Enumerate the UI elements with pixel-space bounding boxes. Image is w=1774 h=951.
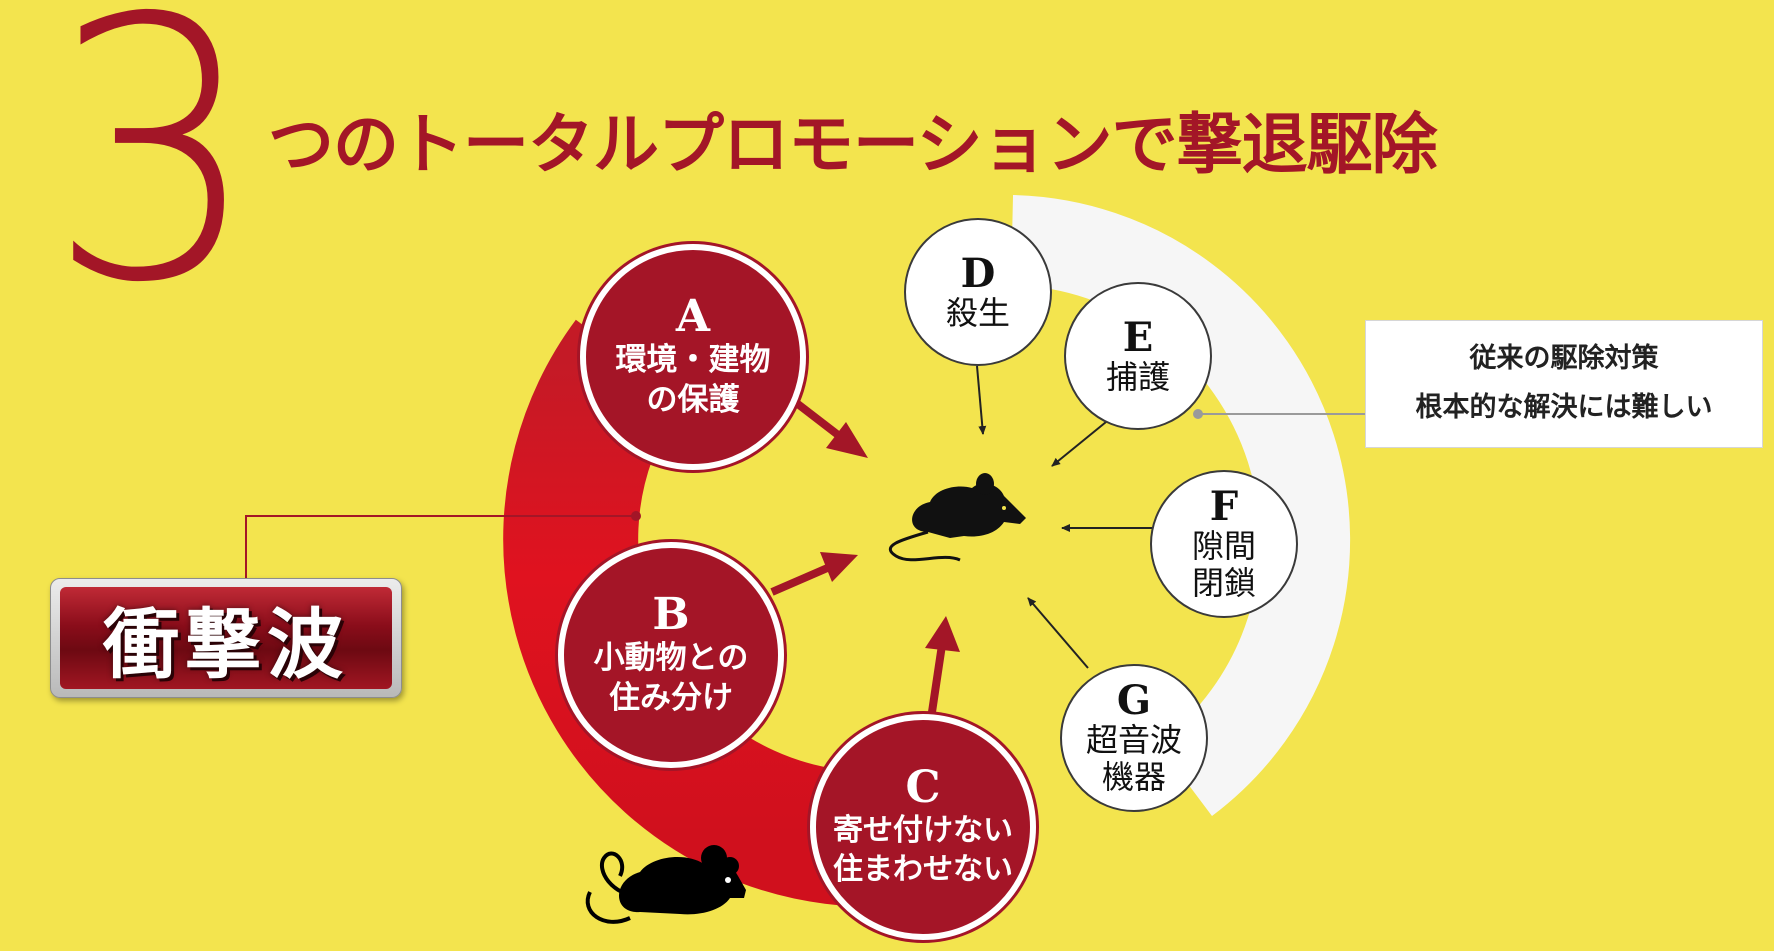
method-circle-d: D 殺生 xyxy=(904,218,1052,366)
conventional-note: 従来の駆除対策 根本的な解決には難しい xyxy=(1365,320,1763,448)
method-letter: B xyxy=(652,588,690,640)
method-circle-c: C 寄せ付けない 住まわせない xyxy=(810,714,1036,940)
method-letter: D xyxy=(960,249,996,297)
mouse-icon-bottom xyxy=(585,845,746,924)
method-letter: F xyxy=(1209,483,1239,531)
mouse-icon-center xyxy=(888,473,1026,562)
badge-connector xyxy=(245,515,635,578)
method-label: 隙間 閉鎖 xyxy=(1191,527,1256,602)
method-label: 超音波 機器 xyxy=(1085,721,1182,796)
method-label: 環境・建物 の保護 xyxy=(615,341,771,419)
conventional-arc xyxy=(1010,195,1351,816)
method-label: 捕護 xyxy=(1105,357,1170,396)
title-number: 3 xyxy=(48,0,259,361)
arrow-g xyxy=(1027,597,1089,669)
note-line-1: 従来の駆除対策 xyxy=(1469,343,1659,375)
method-circle-b: B 小動物との 住み分け xyxy=(558,542,784,768)
arrow-d xyxy=(976,365,987,435)
arrow-c xyxy=(925,616,960,713)
method-label: 殺生 xyxy=(945,293,1010,332)
method-circle-e: E 捕護 xyxy=(1064,282,1212,430)
method-letter: C xyxy=(905,761,941,813)
shockwave-badge-label: 衝撃波 xyxy=(103,600,349,689)
arrow-a xyxy=(787,394,868,458)
note-connector-dot xyxy=(1193,409,1203,419)
method-letter: G xyxy=(1116,677,1152,725)
arrow-e xyxy=(1051,421,1107,467)
method-letter: A xyxy=(675,290,711,342)
method-circle-a: A 環境・建物 の保護 xyxy=(580,244,806,470)
method-circle-f: F 隙間 閉鎖 xyxy=(1150,470,1298,618)
method-label: 寄せ付けない 住まわせない xyxy=(833,813,1013,888)
method-label: 小動物との 住み分け xyxy=(593,639,749,717)
shockwave-badge: 衝撃波 xyxy=(50,578,402,698)
shockwave-badge-inner: 衝撃波 xyxy=(60,587,392,689)
method-circle-g: G 超音波 機器 xyxy=(1060,664,1208,812)
page-title: つのトータルプロモーションで撃退駆除 xyxy=(268,106,1438,183)
method-letter: E xyxy=(1122,313,1154,361)
badge-connector-dot xyxy=(631,511,641,521)
arrow-b xyxy=(770,552,858,596)
note-line-2: 根本的な解決には難しい xyxy=(1415,392,1713,423)
